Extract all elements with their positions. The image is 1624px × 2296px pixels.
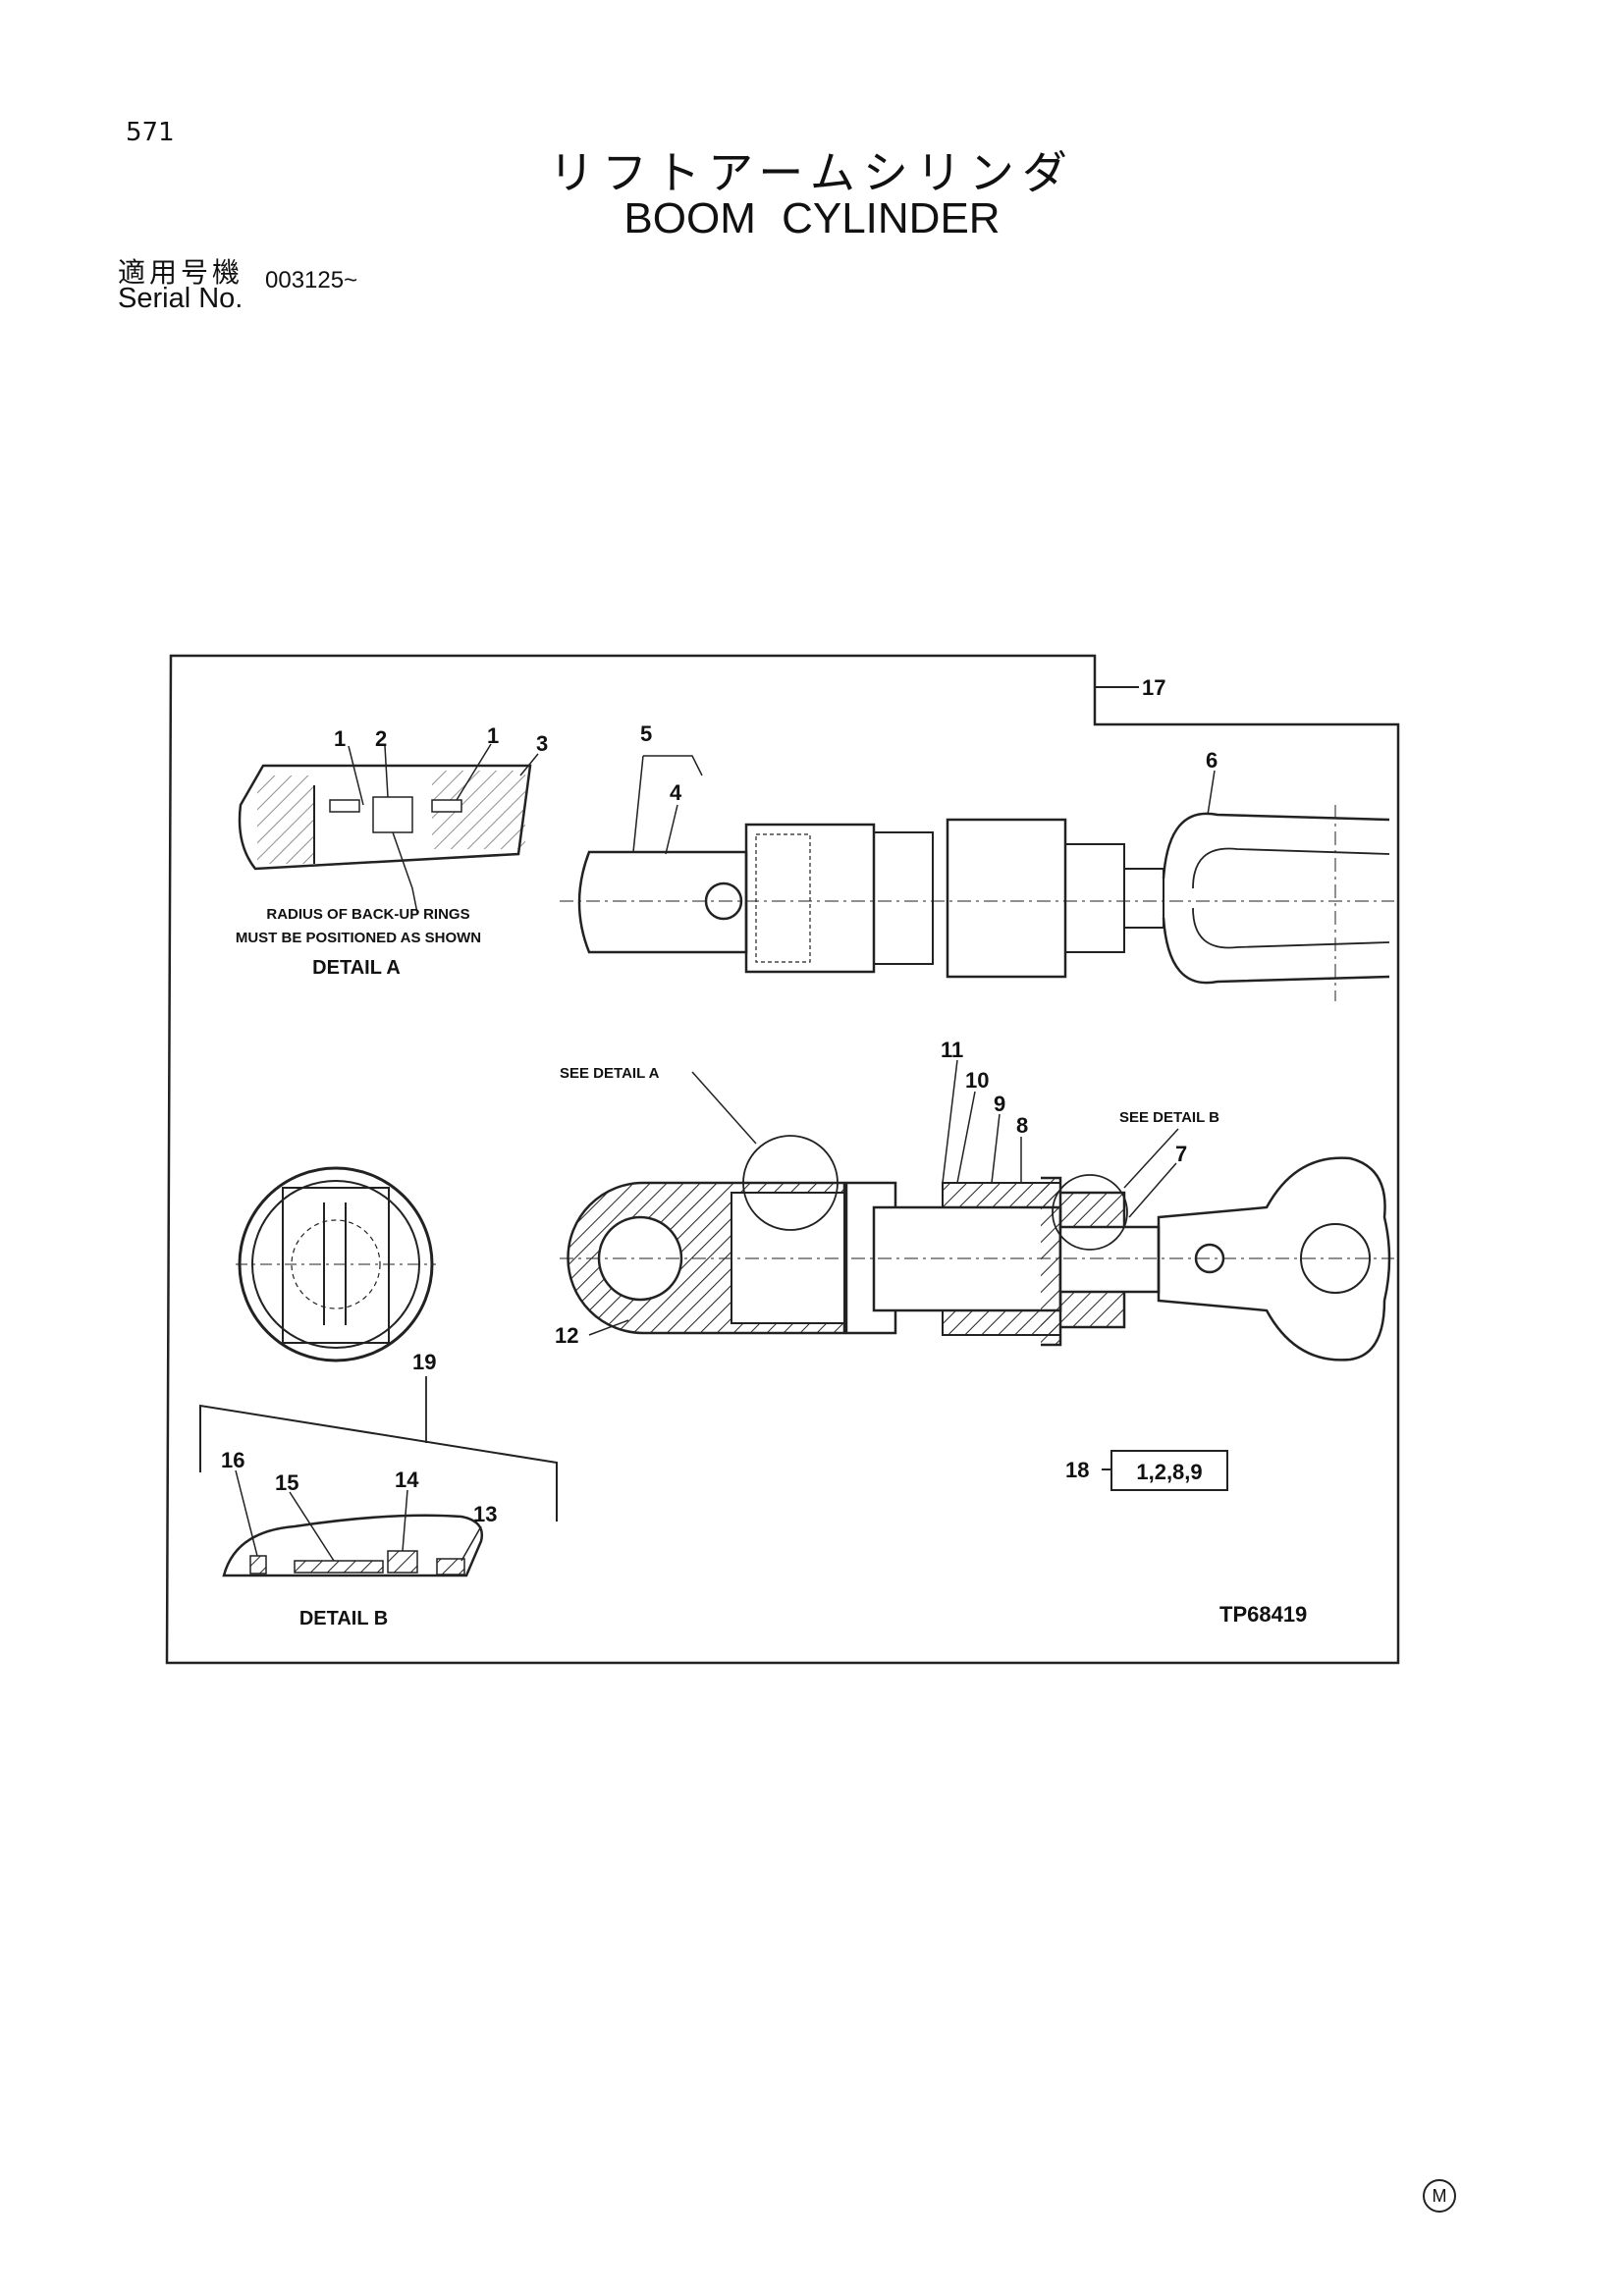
callout-1: 1 xyxy=(334,726,346,751)
serial-label-japanese: 適用号機 xyxy=(118,256,244,289)
callout-13: 13 xyxy=(473,1502,497,1526)
callout-8: 8 xyxy=(1016,1113,1028,1138)
callout-19: 19 xyxy=(412,1350,436,1374)
callout-12: 12 xyxy=(555,1323,578,1348)
callout-17: 17 xyxy=(1142,675,1165,700)
see-detail-a-label: SEE DETAIL A xyxy=(560,1065,660,1082)
callout-6: 6 xyxy=(1206,748,1218,773)
detail-a-note: RADIUS OF BACK-UP RINGS xyxy=(266,906,469,923)
manufacturer-mark: M xyxy=(1423,2179,1456,2213)
serial-value: 003125~ xyxy=(265,267,358,294)
callout-3: 3 xyxy=(536,731,548,756)
callout-18: 18 xyxy=(1065,1458,1089,1482)
page-number: 571 xyxy=(126,118,175,147)
detail-a-note-2: MUST BE POSITIONED AS SHOWN xyxy=(236,930,481,946)
detail-a: 1 2 1 3 RADIUS OF BACK-UP RINGS MUST BE … xyxy=(236,723,548,979)
detail-b: 19 16 15 14 13 DETAIL B xyxy=(199,1350,558,1629)
callout-11: 11 xyxy=(941,1038,963,1062)
serial-label: Serial No. xyxy=(118,283,244,314)
detail-a-caption: DETAIL A xyxy=(312,957,401,979)
title-japanese: リフトアームシリンダ xyxy=(549,146,1075,199)
callout-16: 16 xyxy=(221,1448,244,1472)
callout-2: 2 xyxy=(375,726,387,751)
drawing-number: TP68419 xyxy=(1219,1602,1307,1627)
detail-b-caption: DETAIL B xyxy=(299,1608,388,1629)
callout-4: 4 xyxy=(670,780,682,805)
kit-items: 1,2,8,9 xyxy=(1136,1460,1202,1484)
callout-7: 7 xyxy=(1175,1142,1187,1166)
seal-kit-callout: 18 1,2,8,9 xyxy=(1065,1450,1228,1491)
callout-15: 15 xyxy=(275,1470,298,1495)
callout-1-right: 1 xyxy=(487,723,499,748)
cylinder-section-view: SEE DETAIL A SEE DETAIL B 11 10 9 8 7 12 xyxy=(555,1038,1394,1362)
callout-10: 10 xyxy=(965,1068,989,1093)
see-detail-b-label: SEE DETAIL B xyxy=(1119,1109,1219,1126)
end-view xyxy=(236,1166,436,1362)
diagram-frame xyxy=(165,654,1400,1665)
cylinder-top-view: 5 4 6 xyxy=(560,721,1394,1001)
callout-5: 5 xyxy=(640,721,652,746)
callout-14: 14 xyxy=(395,1468,419,1492)
callout-9: 9 xyxy=(994,1092,1005,1116)
page-title: BOOM CYLINDER xyxy=(623,194,1001,242)
